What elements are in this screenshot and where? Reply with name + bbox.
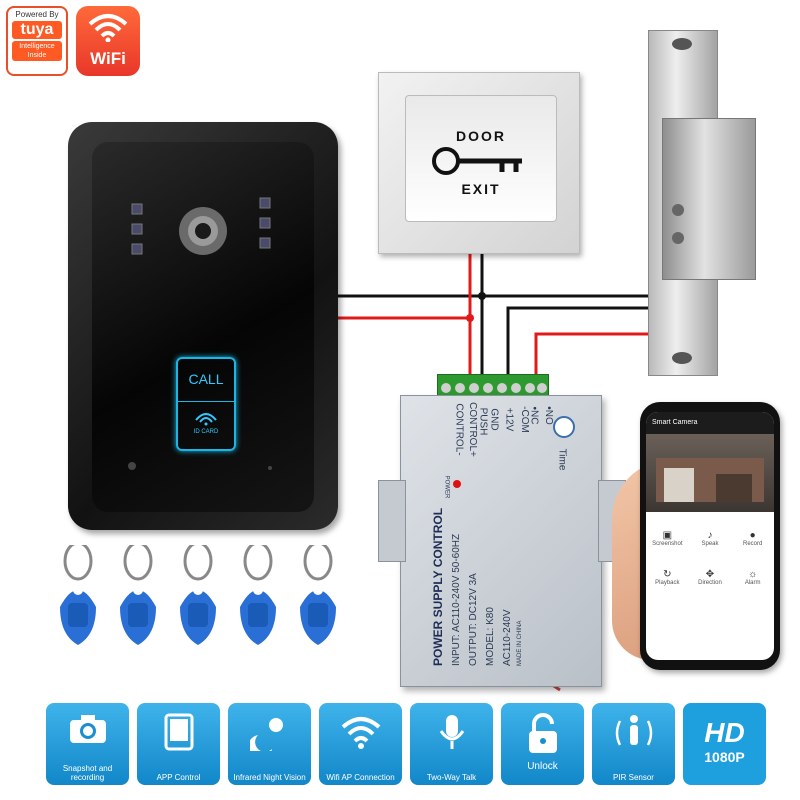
exit-label: EXIT (461, 181, 501, 197)
feature-label: Snapshot and recording (62, 764, 113, 782)
control-alarm[interactable]: ☼Alarm (744, 569, 761, 586)
ac-spec: AC110-240V (502, 609, 513, 666)
control-direction[interactable]: ✥Direction (698, 569, 722, 586)
electric-strike-body (662, 118, 756, 280)
doorbell-unit: CALL ID CARD (68, 122, 338, 530)
feature-hd-1080p: HD 1080P (683, 703, 766, 785)
output-spec: OUTPUT: DC12V 3A (468, 573, 479, 666)
tuya-badge: Powered By tuya Intelligence Inside (6, 6, 68, 76)
feature-wifi-ap: Wifi AP Connection (319, 703, 402, 785)
feature-label: PIR Sensor (613, 773, 654, 782)
ir-led-right-icon (259, 197, 271, 249)
speaker-dot (268, 466, 272, 470)
control-screenshot[interactable]: ▣Screenshot (652, 530, 683, 547)
feature-label: Infrared Night Vision (233, 773, 306, 782)
exit-button-plate: DOOR EXIT (378, 72, 580, 254)
tablet-icon (164, 713, 193, 751)
ir-led-left-icon (131, 203, 143, 255)
call-panel: CALL ID CARD (176, 357, 236, 451)
app-controls: ▣Screenshot ♪Speak ●Record ↻Playback ✥Di… (646, 512, 774, 586)
wifi-label: WiFi (90, 49, 126, 68)
moon-sun-icon (249, 718, 283, 751)
control-speak[interactable]: ♪Speak (701, 530, 719, 547)
mount-ear-left (378, 480, 406, 562)
id-card-label: ID CARD (193, 429, 219, 435)
app-header: Smart Camera (646, 412, 774, 434)
feature-label: Two-Way Talk (426, 773, 477, 782)
rfid-tags (58, 545, 338, 647)
feature-label: APP Control (156, 773, 201, 782)
camera-icon (69, 715, 106, 743)
wifi-icon (88, 14, 128, 43)
time-knob[interactable] (553, 416, 575, 438)
power-supply-title: POWER SUPPLY CONTROL (431, 507, 445, 666)
input-spec: INPUT: AC110-240V 50-60HZ (451, 533, 462, 666)
feature-label: Wifi AP Connection (326, 773, 395, 782)
doorbell-face (92, 142, 314, 512)
smartphone: Smart Camera ▣Screenshot ♪Speak ●Record … (640, 402, 780, 670)
feature-night-vision: Infrared Night Vision (228, 703, 311, 785)
power-supply-label: POWER SUPPLY CONTROL INPUT: AC110-240V 5… (431, 406, 551, 666)
unlock-icon (528, 713, 557, 753)
made-in-label: MADE IN CHINA (517, 620, 523, 666)
feature-snapshot: Snapshot and recording (46, 703, 129, 785)
strike-screws (672, 38, 692, 364)
phone-screen: Smart Camera ▣Screenshot ♪Speak ●Record … (646, 412, 774, 660)
microphone-dot (128, 462, 136, 470)
door-label: DOOR (456, 128, 506, 144)
feature-label: Unlock (527, 761, 558, 772)
tuya-sub-text: Intelligence Inside (12, 41, 62, 61)
call-button[interactable]: CALL (178, 371, 234, 402)
feature-label: 1080P (704, 749, 745, 765)
wifi-icon (341, 717, 380, 749)
pir-icon (615, 715, 652, 746)
model-spec: MODEL: K80 (485, 607, 496, 666)
power-led (453, 480, 461, 488)
exit-button[interactable]: DOOR EXIT (405, 95, 557, 222)
key-icon (432, 147, 522, 175)
power-supply-unit: CONTROL- CONTROL+ PUSH GND +12V -COM •NC… (400, 395, 602, 687)
control-record[interactable]: ●Record (742, 530, 763, 547)
wifi-badge: WiFi (76, 6, 140, 76)
time-label: Time (556, 448, 568, 471)
control-playback[interactable]: ↻Playback (655, 569, 680, 586)
camera-preview (646, 434, 774, 512)
tuya-logo: tuya (12, 21, 62, 39)
feature-pir-sensor: PIR Sensor (592, 703, 675, 785)
camera-lens-icon (179, 207, 227, 255)
feature-app-control: APP Control (137, 703, 220, 785)
microphone-icon (439, 715, 464, 749)
rfid-icon (195, 413, 217, 426)
feature-two-way-talk: Two-Way Talk (410, 703, 493, 785)
feature-unlock: Unlock (501, 703, 584, 785)
tuya-powered-text: Powered By (15, 10, 59, 19)
app-title: Smart Camera (652, 419, 698, 426)
hd-icon: HD (704, 717, 745, 748)
